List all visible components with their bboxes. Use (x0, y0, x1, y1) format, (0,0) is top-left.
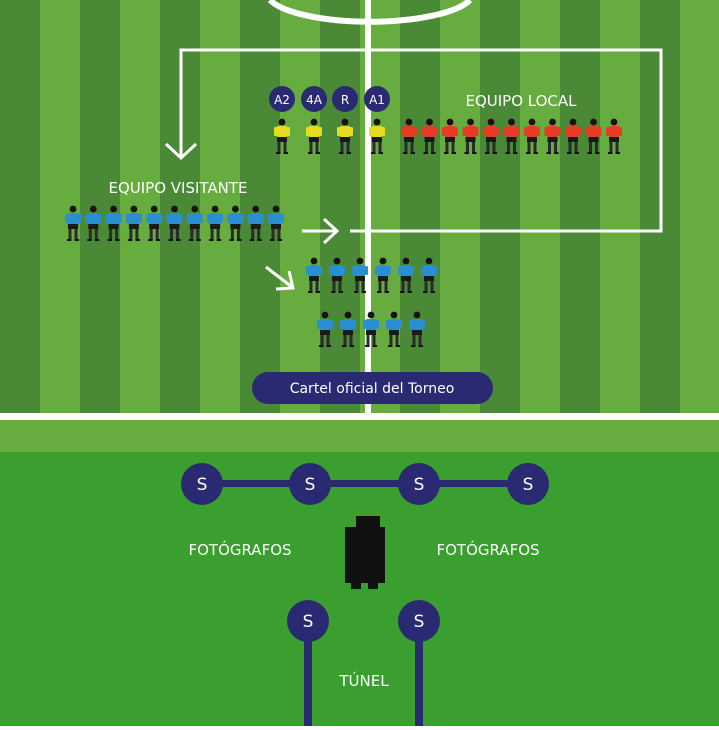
security-markers: S S S S S S (181, 463, 549, 642)
svg-text:A2: A2 (274, 93, 290, 107)
substitute-player (375, 257, 391, 293)
home-player (421, 118, 438, 154)
pitch-stripe (560, 0, 601, 420)
away-player (125, 205, 142, 241)
official-player (274, 118, 290, 154)
pitch-stripe (480, 0, 521, 420)
away-player (268, 205, 284, 241)
pitch-stripe (280, 0, 321, 420)
tournament-banner: Cartel oficial del Torneo (252, 372, 493, 404)
substitute-player (363, 311, 379, 347)
officials-badges: A2 4A R A1 (269, 86, 390, 112)
svg-text:4A: 4A (306, 93, 323, 107)
away-player (105, 205, 122, 241)
pitch-stripe (400, 0, 441, 420)
official-badge: A1 (364, 86, 390, 112)
officials-group (274, 118, 385, 154)
home-player (585, 118, 602, 154)
security-marker: S (181, 463, 223, 505)
home-player (606, 118, 622, 154)
svg-text:S: S (414, 475, 425, 495)
pitch-stripe (600, 0, 641, 420)
photographers-right-label: FOTÓGRAFOS (436, 540, 539, 559)
official-badge: 4A (301, 86, 327, 112)
svg-text:R: R (341, 93, 349, 107)
official-player (306, 118, 322, 154)
security-marker: S (507, 463, 549, 505)
arrow-diagonal-icon (275, 270, 295, 291)
substitute-player (386, 311, 402, 347)
home-player (462, 118, 479, 154)
security-marker: S (398, 463, 440, 505)
home-player (544, 118, 561, 154)
pitch-stripes (0, 0, 719, 420)
away-player (85, 205, 102, 241)
pitch-stripe (440, 0, 481, 420)
tunnel-label: TÚNEL (338, 671, 389, 690)
away-team-players (65, 205, 284, 241)
away-team-label: EQUIPO VISITANTE (108, 179, 247, 197)
arrow-right-icon (322, 217, 340, 245)
home-player (442, 118, 458, 154)
svg-text:S: S (197, 475, 208, 495)
away-player (247, 205, 264, 241)
away-substitutes (306, 257, 437, 347)
arrow-diagonal-line (265, 265, 293, 289)
banner-label: Cartel oficial del Torneo (290, 381, 455, 397)
away-player (166, 205, 183, 241)
route-line (179, 48, 663, 233)
away-player (65, 205, 81, 241)
pitch-stripe (680, 0, 719, 420)
home-player (483, 118, 499, 154)
home-player (565, 118, 581, 154)
away-player (207, 205, 224, 241)
security-marker: S (289, 463, 331, 505)
substitute-player (352, 257, 368, 293)
svg-text:S: S (303, 612, 314, 632)
substitute-player (329, 257, 345, 293)
pitch-stripe (520, 0, 561, 420)
substitute-player (306, 257, 322, 293)
svg-text:S: S (305, 475, 316, 495)
walkout-arrows (164, 48, 663, 291)
svg-text:A1: A1 (369, 93, 385, 107)
substitute-player (409, 311, 425, 347)
official-badge: R (332, 86, 358, 112)
home-team-label: EQUIPO LOCAL (465, 92, 577, 110)
photographers-left-label: FOTÓGRAFOS (188, 540, 291, 559)
svg-text:S: S (414, 612, 425, 632)
substitute-player (340, 311, 356, 347)
pitch-stripe (320, 0, 361, 420)
substitute-player (317, 311, 333, 347)
official-player (337, 118, 353, 154)
halfway-line (365, 0, 371, 420)
lower-area-band (0, 420, 719, 452)
security-marker: S (398, 600, 440, 642)
substitute-player (421, 257, 437, 293)
security-marker: S (287, 600, 329, 642)
away-player (186, 205, 203, 241)
substitute-player (398, 257, 414, 293)
arrow-down-icon (164, 142, 198, 161)
home-team-players (401, 118, 622, 154)
official-player (369, 118, 385, 154)
svg-text:S: S (523, 475, 534, 495)
touch-line (0, 413, 719, 420)
home-player (524, 118, 540, 154)
official-badge: A2 (269, 86, 295, 112)
away-player (146, 205, 163, 241)
security-chain (196, 480, 526, 726)
home-player (503, 118, 520, 154)
camera-icon (345, 516, 385, 589)
home-player (401, 118, 417, 154)
away-player (227, 205, 244, 241)
pitch-stripe (0, 0, 41, 420)
field-markings (0, 0, 719, 420)
